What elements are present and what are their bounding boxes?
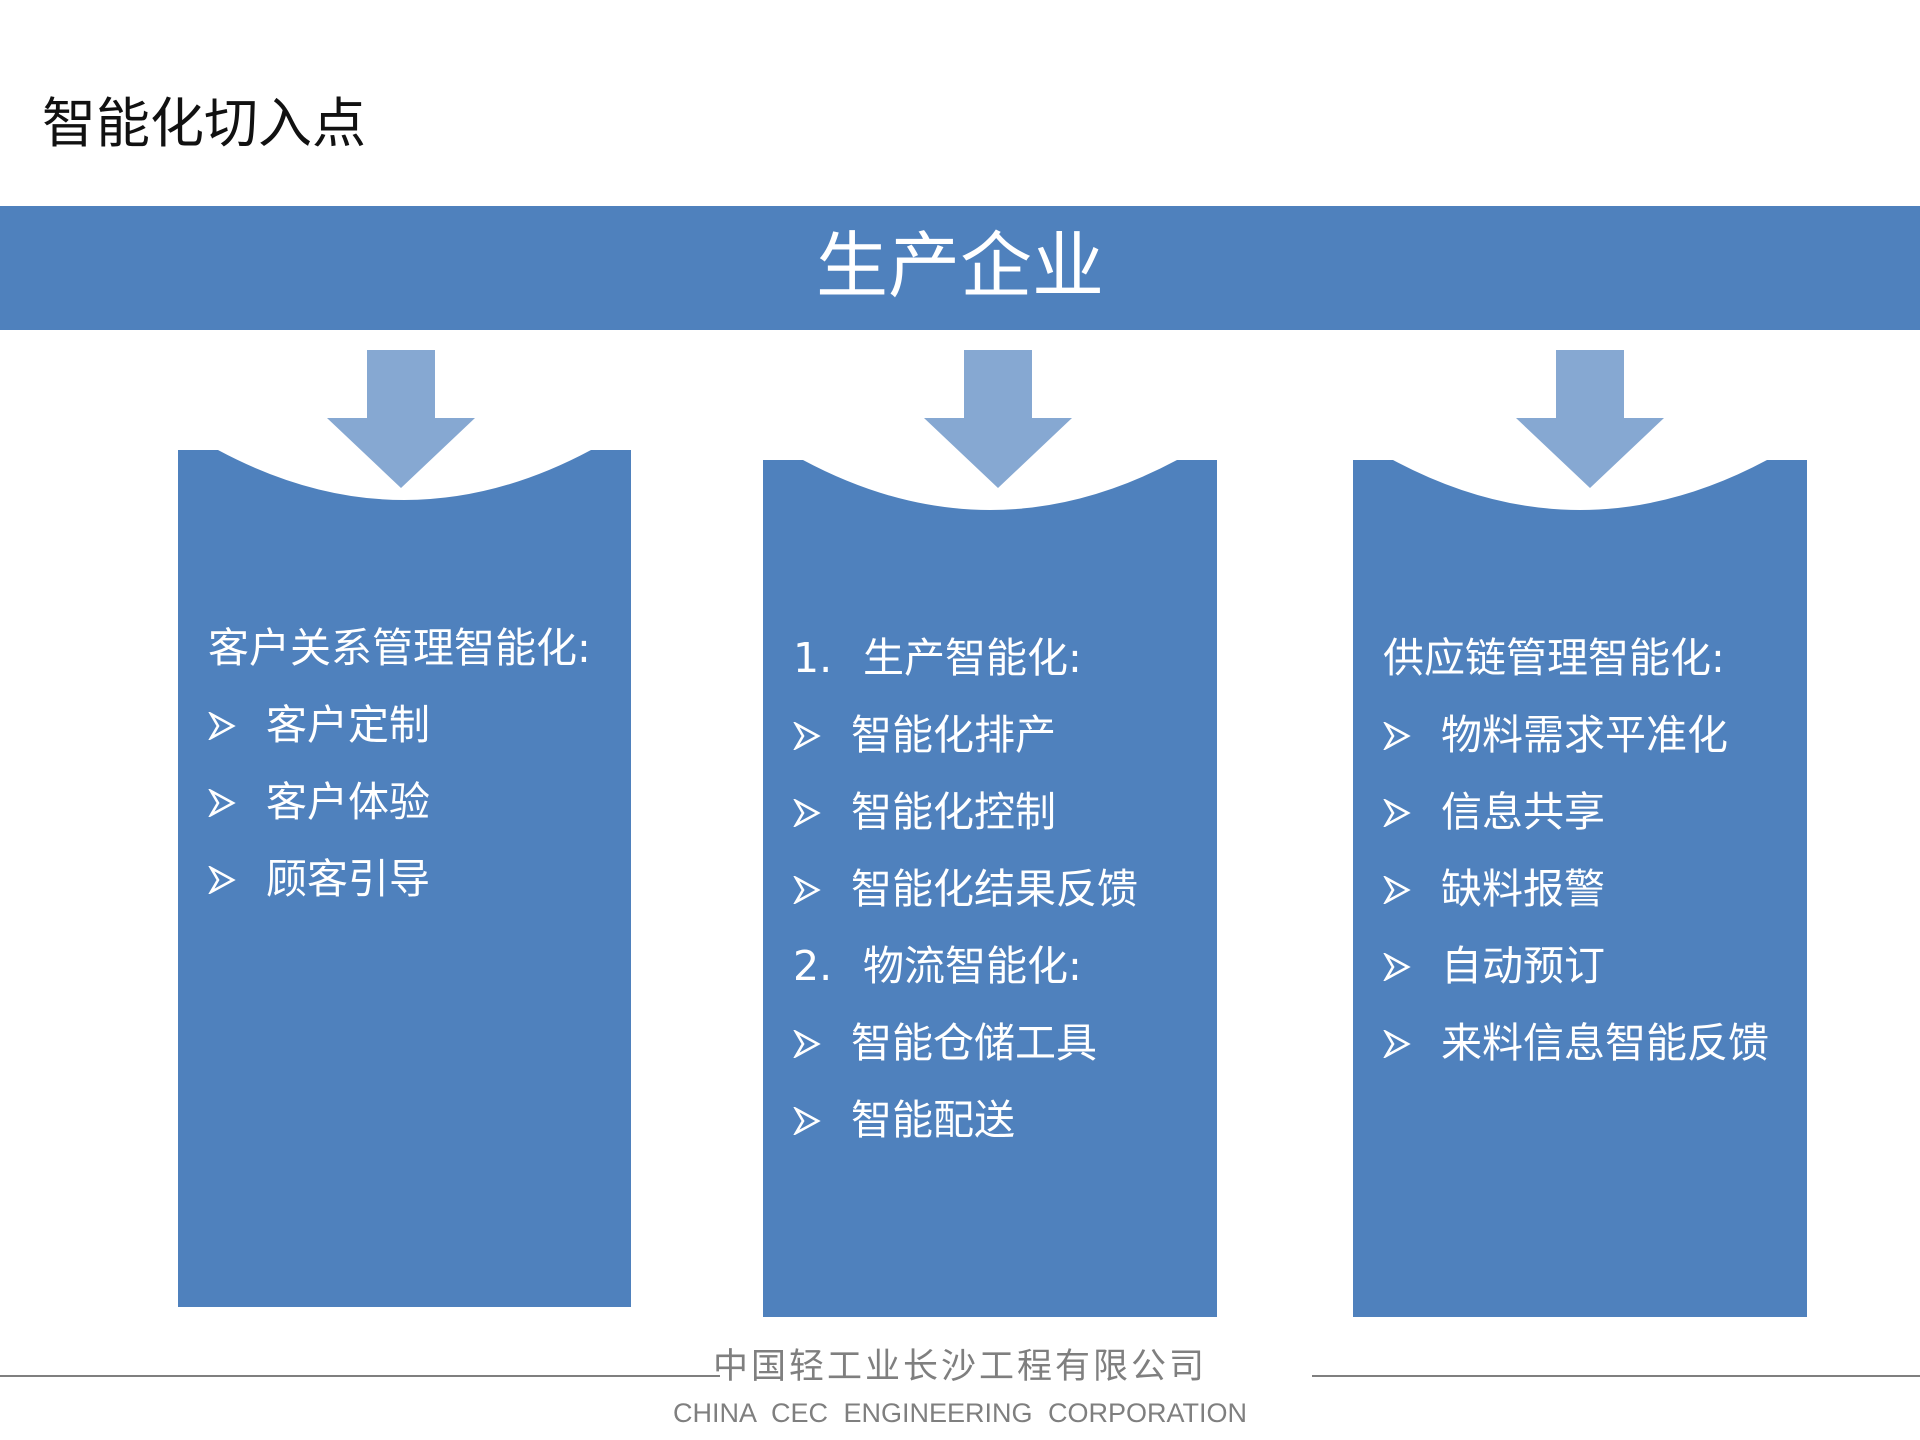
footer-divider-left: [0, 1375, 720, 1377]
footer-company-cn: 中国轻工业长沙工程有限公司: [712, 1347, 1207, 1387]
down-arrow-icon: [327, 350, 475, 490]
list-item: 自动预订: [1383, 928, 1807, 1005]
list-item: 智能化结果反馈: [793, 851, 1217, 928]
page-title: 智能化切入点: [42, 92, 366, 155]
bullet-text: 缺料报警: [1441, 865, 1605, 913]
card-background-shape: [178, 450, 631, 1307]
list-item: 智能仓储工具: [793, 1005, 1217, 1082]
down-arrow-shape: [924, 350, 1072, 488]
banner: 生产企业: [0, 206, 1920, 330]
arrow-bullet-icon: [208, 860, 266, 900]
column-card-crm: 客户关系管理智能化: 客户定制客户体验顾客引导: [178, 450, 631, 1307]
arrow-bullet-icon: [1383, 1024, 1441, 1064]
bullet-text: 智能化结果反馈: [851, 865, 1138, 913]
arrow-bullet-icon: [208, 706, 266, 746]
section-heading: 物流智能化:: [863, 942, 1082, 990]
column-card-production: 1. 生产智能化: 智能化排产智能化控制智能化结果反馈 2. 物流智能化: 智能仓储工具智…: [763, 460, 1217, 1317]
arrow-bullet-icon: [208, 783, 266, 823]
list-item: 1. 生产智能化:: [793, 620, 1217, 697]
card-background-shape: [1353, 460, 1807, 1317]
bullet-text: 顾客引导: [266, 855, 430, 903]
card-content: 供应链管理智能化: 物料需求平准化信息共享缺料报警自动预订来料信息智能反馈: [1353, 620, 1807, 1082]
down-arrow-shape: [1516, 350, 1664, 488]
list-item: 客户体验: [208, 764, 631, 841]
list-item: 物料需求平准化: [1383, 697, 1807, 774]
down-arrow-icon: [924, 350, 1072, 490]
list-item: 客户关系管理智能化:: [208, 610, 631, 687]
list-item: 来料信息智能反馈: [1383, 1005, 1807, 1082]
footer-divider-right: [1312, 1375, 1920, 1377]
bullet-text: 智能配送: [851, 1096, 1015, 1144]
arrow-bullet-icon: [793, 1101, 851, 1141]
card-content: 1. 生产智能化: 智能化排产智能化控制智能化结果反馈 2. 物流智能化: 智能仓储工具智…: [763, 620, 1217, 1159]
bullet-text: 智能化排产: [851, 711, 1056, 759]
bullet-text: 来料信息智能反馈: [1441, 1019, 1769, 1067]
bullet-text: 客户体验: [266, 778, 430, 826]
list-item: 缺料报警: [1383, 851, 1807, 928]
arrow-bullet-icon: [1383, 947, 1441, 987]
section-heading: 客户关系管理智能化:: [208, 624, 591, 672]
list-number: 2.: [793, 942, 833, 990]
arrow-bullet-icon: [793, 716, 851, 756]
bullet-text: 智能化控制: [851, 788, 1056, 836]
arrow-bullet-icon: [793, 793, 851, 833]
list-item: 顾客引导: [208, 841, 631, 918]
bullet-text: 自动预订: [1441, 942, 1605, 990]
column-card-supply-chain: 供应链管理智能化: 物料需求平准化信息共享缺料报警自动预订来料信息智能反馈: [1353, 460, 1807, 1317]
section-heading: 供应链管理智能化:: [1383, 634, 1725, 682]
arrow-bullet-icon: [793, 870, 851, 910]
list-item: 智能化排产: [793, 697, 1217, 774]
list-item: 信息共享: [1383, 774, 1807, 851]
arrow-bullet-icon: [1383, 870, 1441, 910]
bullet-text: 物料需求平准化: [1441, 711, 1728, 759]
banner-title: 生产企业: [815, 224, 1104, 308]
section-heading: 生产智能化:: [863, 634, 1082, 682]
down-arrow-icon: [1516, 350, 1664, 490]
bullet-text: 信息共享: [1441, 788, 1605, 836]
list-item: 智能化控制: [793, 774, 1217, 851]
footer-company-en: CHINA CEC ENGINEERING CORPORATION: [672, 1398, 1248, 1428]
card-background-shape: [763, 460, 1217, 1317]
down-arrow-shape: [327, 350, 475, 488]
list-item: 客户定制: [208, 687, 631, 764]
list-item: 智能配送: [793, 1082, 1217, 1159]
list-item: 2. 物流智能化:: [793, 928, 1217, 1005]
bullet-text: 客户定制: [266, 701, 430, 749]
arrow-bullet-icon: [793, 1024, 851, 1064]
arrow-bullet-icon: [1383, 793, 1441, 833]
list-item: 供应链管理智能化:: [1383, 620, 1807, 697]
card-content: 客户关系管理智能化: 客户定制客户体验顾客引导: [178, 610, 631, 918]
arrow-bullet-icon: [1383, 716, 1441, 756]
list-number: 1.: [793, 634, 833, 682]
bullet-text: 智能仓储工具: [851, 1019, 1097, 1067]
